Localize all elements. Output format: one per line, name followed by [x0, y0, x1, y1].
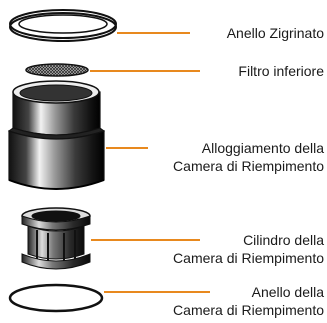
label-line: Camera di Riempimento — [173, 302, 324, 318]
fill-chamber-ring-part — [8, 283, 104, 313]
label-line: Alloggiamento della — [201, 140, 324, 156]
label-line: Anello Zigrinato — [226, 25, 324, 41]
fill-chamber-housing-part — [7, 80, 106, 190]
label-line: Camera di Riempimento — [173, 250, 324, 266]
fill-chamber-cylinder-part — [21, 207, 91, 270]
lower-filter-part — [25, 63, 89, 77]
knurled-ring-part — [9, 9, 117, 42]
label-line: Anello della — [251, 284, 324, 300]
label-anello-camera: Anello della Camera di Riempimento — [173, 283, 324, 319]
label-line: Filtro inferiore — [238, 63, 324, 79]
label-alloggiamento-camera: Alloggiamento della Camera di Riempiment… — [173, 139, 324, 175]
label-line: Cilindro della — [243, 232, 324, 248]
label-cilindro-camera: Cilindro della Camera di Riempimento — [173, 231, 324, 267]
label-line: Camera di Riempimento — [173, 158, 324, 174]
label-filtro-inferiore: Filtro inferiore — [238, 62, 324, 80]
leader-lines — [90, 32, 210, 293]
label-anello-zigrinato: Anello Zigrinato — [227, 24, 324, 42]
